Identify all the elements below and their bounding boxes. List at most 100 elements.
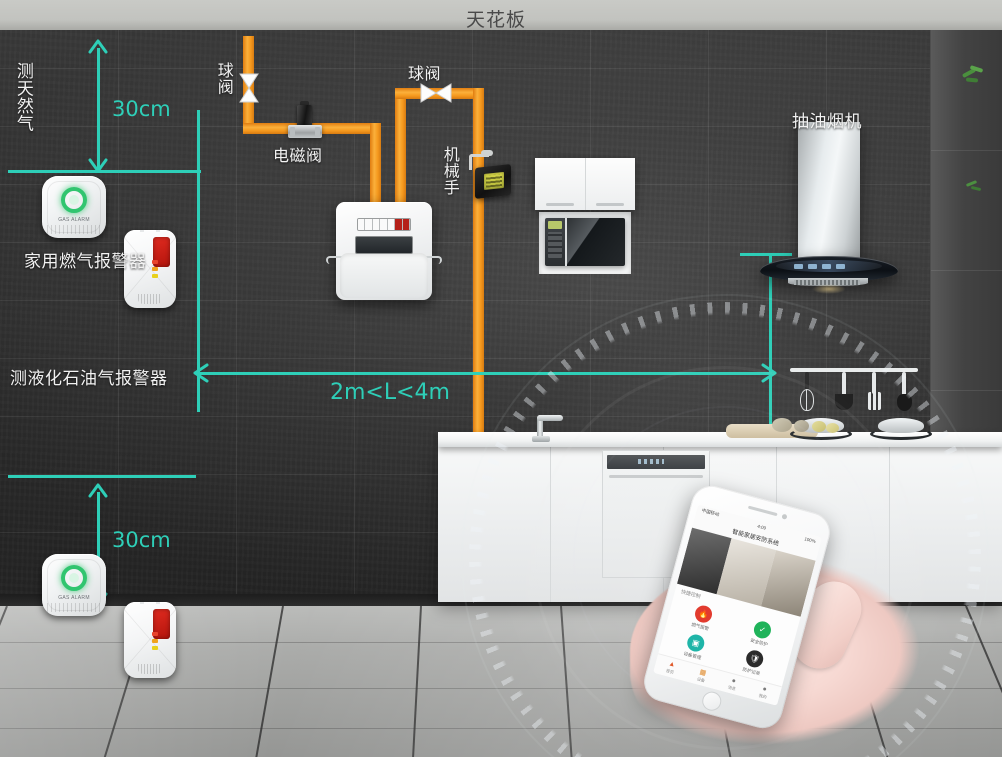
dishwasher-handle[interactable] (609, 475, 703, 478)
gas-detector-wall-upper[interactable] (124, 230, 176, 308)
detector-speaker-grille (138, 664, 162, 674)
phone-front-camera (781, 513, 788, 520)
solenoid-valve[interactable] (288, 101, 322, 139)
hood-control-buttons[interactable] (794, 264, 845, 269)
ceiling-label: 天花板 (466, 10, 527, 31)
hood-canopy[interactable] (760, 256, 898, 294)
manipulator-knob (481, 150, 493, 156)
range-hood-label: 抽油烟机 (792, 112, 862, 131)
detector-brand-text: GAS ALARM (58, 594, 90, 601)
ball-valve-label-2: 球阀 (408, 66, 442, 83)
tab-label: 消息 (727, 683, 737, 691)
gas-detector-round-upper[interactable]: GAS ALARM (42, 176, 106, 238)
measure-natural-gas-label: 测天然气 (13, 62, 33, 132)
plant-decoration-2 (964, 178, 986, 198)
hood-reference-connector (740, 253, 792, 256)
manipulator-label: 机械手 (440, 146, 458, 196)
vegetable-item (772, 418, 792, 432)
hood-chimney (798, 122, 860, 262)
vegetable-item (794, 420, 809, 432)
status-time: 4:09 (756, 523, 767, 531)
household-gas-alarm-label: 家用燃气报警器 (24, 252, 147, 271)
dimension-horizontal-span: 2m<L<4m (330, 380, 450, 405)
microwave-control-pad[interactable] (545, 218, 565, 266)
tab-label: 我的 (758, 692, 768, 700)
detector-indicator-ring (61, 186, 87, 213)
scoop-icon (896, 372, 912, 416)
manipulator-lcd (484, 171, 504, 190)
vertical-reference-line (197, 110, 200, 412)
shield-icon: 🛡 (744, 648, 766, 670)
vegetable-item (826, 423, 839, 433)
dimension-top-30cm: 30cm (112, 97, 171, 121)
flame-icon: 🔥 (693, 603, 715, 625)
tab-label: 首页 (665, 667, 675, 675)
cabinet-doors[interactable] (535, 158, 635, 210)
arrow-up-icon-top (88, 39, 108, 54)
detector-plug-prongs (137, 230, 163, 232)
sink-faucet[interactable] (528, 415, 563, 442)
detector-brand-text: GAS ALARM (58, 216, 90, 223)
wall-cabinet (535, 158, 635, 278)
ball-valve-icon-1 (239, 73, 259, 103)
detector-status-leds (152, 260, 158, 281)
arrow-left-icon-span (193, 363, 209, 383)
dimension-bottom-30cm: 30cm (112, 528, 171, 552)
spatula-icon (866, 372, 882, 416)
dim-line-top-vertical (97, 48, 100, 170)
phone-earpiece (747, 505, 778, 517)
hood-filter-grille (794, 280, 860, 285)
detector-indicator-ring (61, 564, 87, 591)
gas-pipe-vertical-to-stove (473, 88, 484, 436)
gas-pipe-to-meter-inlet (370, 123, 381, 211)
shortcut-label: 安全防护 (749, 637, 769, 647)
microwave-display (548, 221, 562, 229)
dishwasher-control-panel[interactable] (607, 455, 705, 469)
whisk-icon (800, 372, 814, 414)
vegetable-item (812, 421, 826, 432)
shortcut-label: 燃气报警 (690, 621, 710, 632)
stove-burner-right[interactable] (870, 418, 932, 440)
ladle-icon (835, 372, 853, 416)
gas-meter[interactable] (326, 202, 442, 300)
range-hood (760, 122, 900, 294)
solenoid-valve-label: 电磁阀 (273, 148, 323, 165)
arrow-right-icon-span (761, 363, 777, 383)
utensil-rail (790, 368, 918, 372)
plant-decoration (960, 65, 994, 95)
dim-line-bottom-vertical (97, 492, 100, 602)
microwave-keypad[interactable] (548, 232, 562, 258)
microwave-door[interactable] (565, 218, 625, 266)
detector-red-panel (153, 609, 170, 639)
ball-valve-label-1: 球阀 (214, 62, 232, 95)
gas-detector-round-lower[interactable]: GAS ALARM (42, 554, 106, 616)
detector-speaker-grille (138, 294, 162, 304)
gas-meter-lcd-panel (355, 236, 413, 254)
lower-mount-reference-line (8, 475, 196, 478)
tab-label: 设备 (696, 676, 706, 684)
manipulator-clamp (469, 154, 489, 170)
countertop (438, 432, 1002, 447)
detector-vents (47, 225, 101, 234)
hood-lamp-glow (812, 284, 846, 294)
arrow-up-icon-bottom (88, 483, 108, 498)
shield-check-icon: ✓ (752, 619, 773, 641)
hood-to-stove-reference-line (769, 254, 772, 434)
gas-meter-lower-housing (340, 252, 428, 298)
detector-vents (47, 603, 101, 612)
detector-plug-prongs (137, 602, 163, 604)
detector-red-panel (153, 237, 170, 267)
upper-mount-reference-line (8, 170, 201, 173)
measure-lpg-label: 测液化石油气报警器 (10, 369, 168, 388)
gas-detector-wall-lower[interactable] (124, 602, 176, 678)
gas-meter-counter-display (357, 218, 411, 231)
status-battery: 100% (803, 535, 817, 544)
detector-status-leds (152, 632, 158, 653)
horizontal-span-line (197, 372, 772, 375)
microwave-oven[interactable] (545, 218, 625, 266)
phone-home-button[interactable] (700, 689, 724, 713)
grid-icon: ▦ (698, 668, 707, 678)
manipulator-device[interactable] (467, 150, 519, 204)
gas-pipe-meter-outlet-riser (395, 88, 406, 212)
